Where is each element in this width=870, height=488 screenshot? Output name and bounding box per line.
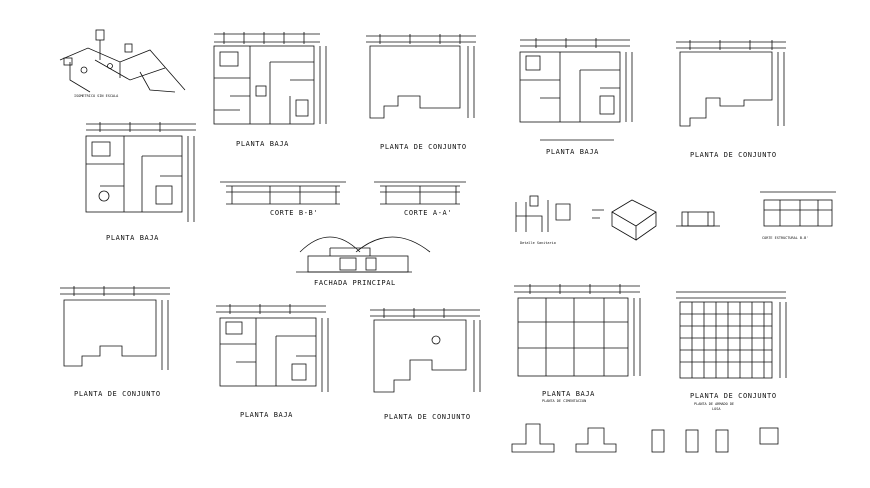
plan-conjunto-1 [366,34,476,119]
detail-zapatas [511,423,779,453]
detail-registro [676,211,720,227]
elevation-fachada-principal [296,236,431,273]
plan-conjunto-2 [676,40,786,127]
section-corte-estructural [760,191,836,227]
plan-conjunto-3 [60,286,170,370]
label-corte-aa: CORTE A-A' [404,209,453,217]
label-planta-cimentacion: PLANTA DE CIMENTACION [542,399,587,403]
label-planta-baja-3: PLANTA BAJA [106,234,159,242]
section-corte-bb [220,181,346,205]
label-isometrico: ISOMETRICO SIN ESCALA [74,94,119,98]
label-corte-bb: CORTE B-B' [270,209,319,217]
label-planta-conjunto-5: PLANTA DE CONJUNTO [690,392,777,400]
plan-armado-losa [676,291,787,379]
plan-planta-baja-4 [216,304,329,392]
plan-planta-baja-2 [519,38,633,141]
label-planta-conjunto-2: PLANTA DE CONJUNTO [690,151,777,159]
section-corte-aa [374,181,466,205]
detail-isometric-box [592,199,657,241]
plan-cimentacion [514,284,641,377]
label-planta-conjunto-4: PLANTA DE CONJUNTO [384,413,471,421]
plan-planta-baja-1 [213,32,327,125]
label-planta-baja-4: PLANTA BAJA [240,411,293,419]
label-planta-conjunto-1: PLANTA DE CONJUNTO [380,143,467,151]
label-planta-baja-1: PLANTA BAJA [236,140,289,148]
label-fachada-principal: FACHADA PRINCIPAL [314,279,396,287]
plan-conjunto-4 [370,308,481,393]
label-planta-conjunto-3: PLANTA DE CONJUNTO [74,390,161,398]
label-planta-baja-5: PLANTA BAJA [542,390,595,398]
label-planta-armado-2: LOSA [712,407,721,411]
plan-planta-baja-3 [85,122,196,222]
label-planta-baja-2: PLANTA BAJA [546,148,599,156]
label-corte-estructural: CORTE ESTRUCTURAL B-B' [762,236,809,240]
isometric-plumbing [59,29,186,93]
label-detalle-sanitario: Detalle Sanitario [520,241,556,245]
label-planta-armado-1: PLANTA DE ARMADO DE [694,402,735,406]
detail-sanitario [515,195,571,232]
